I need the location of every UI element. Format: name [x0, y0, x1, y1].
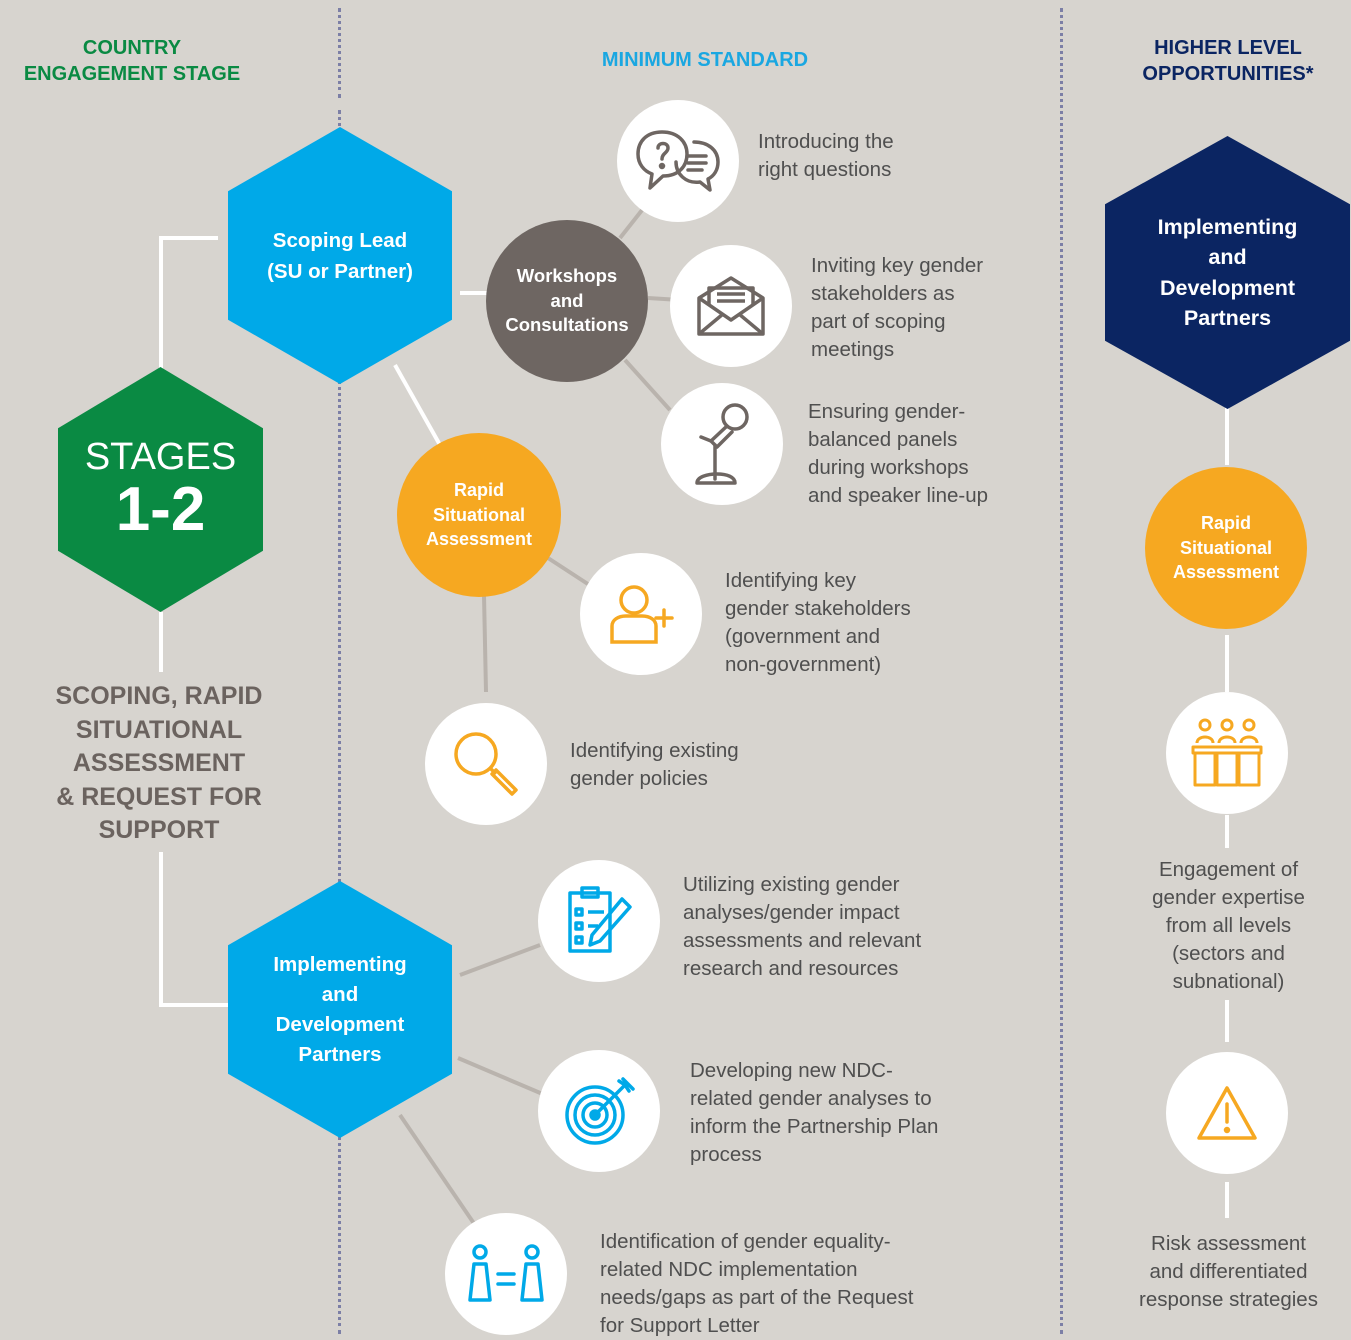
- warning-icon: [1197, 1086, 1257, 1140]
- line-scoping-rapid: [393, 364, 442, 446]
- needs-icon-circle: [445, 1213, 567, 1335]
- bracket-bottom-2: [159, 852, 230, 1007]
- panel-people-icon: [1191, 718, 1263, 787]
- stakeholders-label: Identifying key gender stakeholders (gov…: [725, 569, 911, 676]
- expertise-label: Engagement of gender expertise from all …: [1152, 858, 1305, 993]
- checklist-icon: [568, 886, 632, 953]
- stakeholders-icon-circle: [580, 553, 702, 675]
- equality-icon: [468, 1244, 544, 1302]
- header-country-engagement: COUNTRY ENGAGEMENT STAGE: [23, 37, 241, 85]
- scoping-lead-hexagon: Scoping Lead (SU or Partner): [228, 127, 452, 384]
- inviting-icon-circle: [670, 245, 792, 367]
- stage-word: STAGES: [84, 435, 237, 478]
- workshops-circle: Workshops and Consultations: [486, 220, 648, 382]
- header-minimum-standard: MINIMUM STANDARD: [601, 49, 809, 71]
- risk-label: Risk assessment and differentiated respo…: [1139, 1232, 1318, 1311]
- risk-icon-circle: [1166, 1052, 1288, 1174]
- separator-left-top: [338, 8, 341, 98]
- header-higher-level: HIGHER LEVEL OPPORTUNITIES*: [1142, 37, 1314, 85]
- higher-partners-hexagon: Implementing and Development Partners: [1105, 136, 1350, 409]
- higher-rapid-assessment-circle: Rapid Situational Assessment: [1145, 467, 1307, 629]
- envelope-icon: [697, 276, 765, 336]
- expertise-icon-circle: [1166, 692, 1288, 814]
- speech-bubbles-icon: [636, 130, 720, 192]
- inviting-label: Inviting key gender stakeholders as part…: [811, 254, 984, 361]
- panels-icon-circle: [661, 383, 783, 505]
- magnifier-icon: [454, 732, 518, 796]
- questions-icon-circle: [617, 100, 739, 222]
- stage-description: SCOPING, RAPID SITUATIONAL ASSESSMENT & …: [55, 682, 263, 844]
- policies-label: Identifying existing gender policies: [570, 739, 739, 790]
- target-icon: [565, 1077, 635, 1145]
- microphone-icon: [695, 403, 749, 485]
- new-analyses-label: Developing new NDC- related gender analy…: [690, 1059, 939, 1166]
- panels-label: Ensuring gender- balanced panels during …: [808, 400, 989, 507]
- rapid-assessment-circle: Rapid Situational Assessment: [397, 433, 561, 597]
- separator-right: [1060, 8, 1063, 1334]
- separator-left-bottom: [338, 110, 341, 1334]
- analyses-icon-circle: [538, 860, 660, 982]
- stage-number: 1-2: [115, 474, 206, 544]
- bracket-top: [159, 236, 218, 370]
- questions-label: Introducing the right questions: [758, 130, 894, 181]
- needs-label: Identification of gender equality- relat…: [600, 1230, 914, 1337]
- policies-icon-circle: [425, 703, 547, 825]
- add-user-icon: [610, 585, 674, 644]
- new-analyses-icon-circle: [538, 1050, 660, 1172]
- analyses-label: Utilizing existing gender analyses/gende…: [683, 873, 922, 980]
